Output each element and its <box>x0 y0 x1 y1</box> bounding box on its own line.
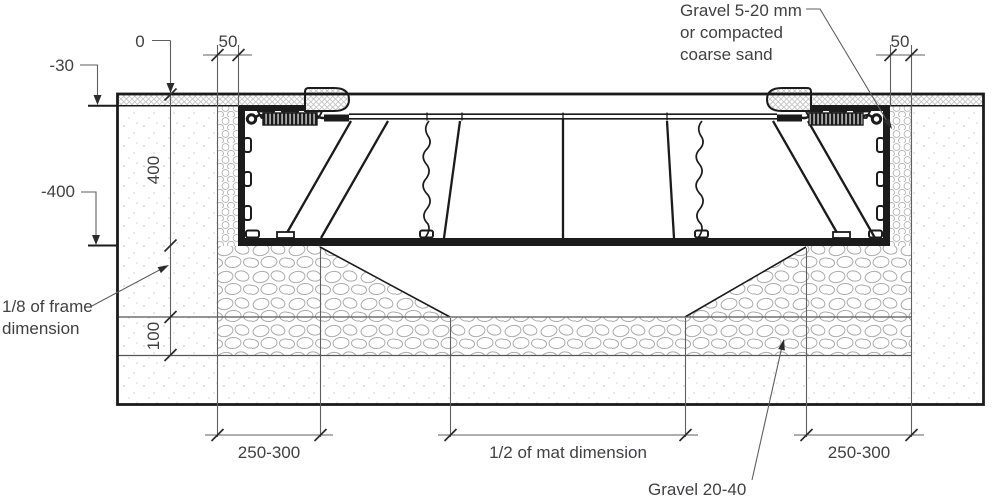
frame-floor <box>238 238 890 246</box>
fine-gravel-note-line3: coarse sand <box>680 45 773 64</box>
right-gap-dim: 50 <box>891 32 910 51</box>
edge-pad-left <box>304 87 351 112</box>
pit-depth-dim: 400 <box>144 156 163 184</box>
fine-gravel-note-line2: or compacted <box>680 23 783 42</box>
coarse-gravel-note: Gravel 20-40 <box>648 480 746 499</box>
trampoline-frame <box>238 106 890 246</box>
frame-top-rail-left <box>238 106 332 111</box>
dimension-lines <box>80 8 925 481</box>
wedge-note-line2: dimension <box>2 319 80 338</box>
frame-legs <box>283 119 876 239</box>
left-bearing-dim: 250-300 <box>238 443 300 462</box>
fine-gravel-note-line1: Gravel 5-20 mm <box>680 1 802 20</box>
frame-wall-right <box>883 109 890 246</box>
break-lines <box>422 120 704 239</box>
frame-top-rail-right <box>796 106 890 111</box>
fine-gravel-strip-right <box>890 105 911 246</box>
mat-clamp-left <box>324 114 349 122</box>
wedge-note-line1: 1/8 of frame <box>2 297 93 316</box>
jumping-mat <box>349 112 777 121</box>
ground-block-border <box>116 92 985 406</box>
coarse-gravel-layer <box>117 246 911 357</box>
level-minus400-label: -400 <box>41 182 75 201</box>
level-zero-label: 0 <box>135 32 144 51</box>
level-stub-lines <box>88 104 117 247</box>
surface-layer-right <box>811 95 983 107</box>
surface-layer-left <box>117 95 305 107</box>
base-layer-dim: 100 <box>144 322 163 350</box>
mat-clamp-right <box>777 114 802 122</box>
frame-wall-left <box>238 109 245 246</box>
level-minus30-label: -30 <box>49 56 74 75</box>
frame-wall-clips <box>243 137 885 239</box>
spring-right <box>777 112 883 126</box>
leg-feet <box>276 231 851 239</box>
dimension-ticks <box>163 48 919 442</box>
right-bearing-dim: 250-300 <box>828 443 890 462</box>
edge-pad-right <box>765 87 812 112</box>
spring-left <box>245 112 349 126</box>
fine-gravel-strip-left <box>217 105 238 246</box>
dimension-arrows <box>92 83 892 351</box>
left-gap-dim: 50 <box>219 32 238 51</box>
mat-dimension-note: 1/2 of mat dimension <box>489 443 647 462</box>
annotation-text: 0 -30 -400 400 100 50 50 250-300 1/2 of … <box>2 1 909 499</box>
